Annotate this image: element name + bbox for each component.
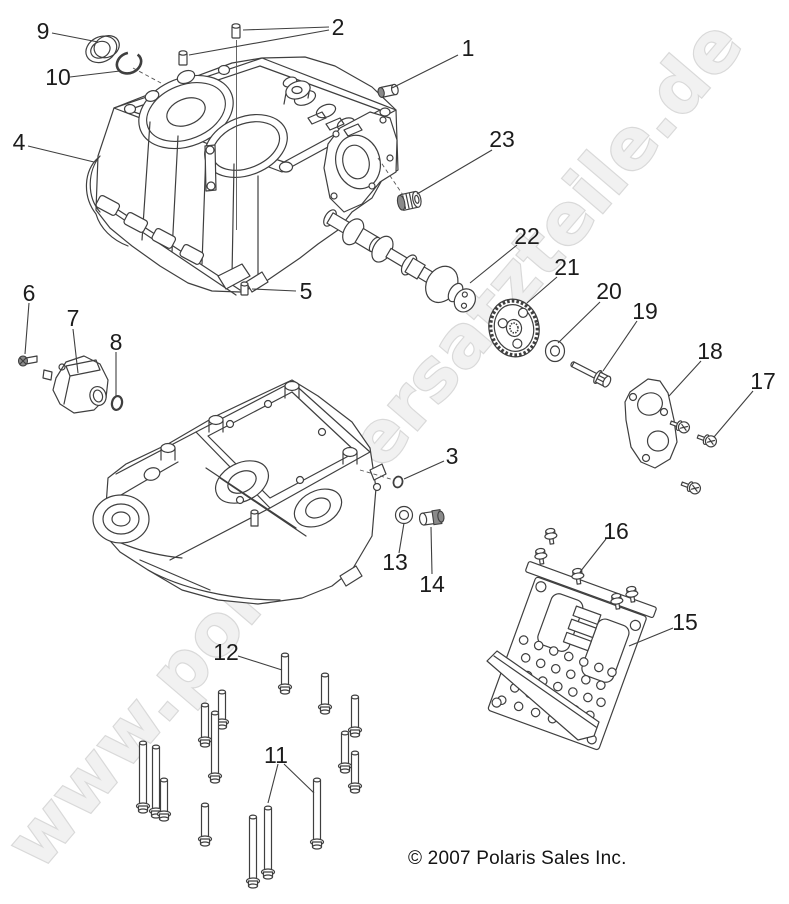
- case-bolt-15: [309, 777, 325, 850]
- callout-label-2: 2: [332, 14, 345, 40]
- leader-line-19: [602, 320, 638, 372]
- callout-label-23: 23: [489, 126, 515, 152]
- callout-label-19: 19: [632, 298, 658, 324]
- callout-label-6: 6: [23, 280, 36, 306]
- leader-line-23: [416, 149, 493, 195]
- callout-label-11: 11: [264, 742, 288, 768]
- leader-line-1: [391, 54, 459, 89]
- leader-line-10: [69, 70, 121, 78]
- callout-label-8: 8: [110, 329, 123, 355]
- head-bolt-boss: [283, 80, 311, 105]
- plate-screw-a: [669, 420, 691, 434]
- leader-line-20: [557, 301, 601, 344]
- flange-bolt-19: [570, 361, 612, 388]
- leader-line-15: [628, 627, 674, 647]
- plug-23: [396, 190, 422, 211]
- leader-line-11: [283, 763, 315, 794]
- dowel-pin-5: [240, 281, 249, 296]
- case-bolt-12: [197, 802, 213, 847]
- leader-line-21: [526, 276, 558, 304]
- case-bolt-3: [347, 694, 363, 738]
- o-ring-8: [110, 394, 124, 412]
- case-bolts: [135, 652, 363, 889]
- lower-crankcase-half: [92, 379, 387, 605]
- leader-line-6: [24, 302, 30, 355]
- leader-line-5: [251, 288, 297, 292]
- leader-line-18: [668, 360, 702, 397]
- leader-line-16: [579, 538, 607, 573]
- callout-label-15: 15: [672, 609, 698, 635]
- dowel-pin-2b: [178, 50, 188, 66]
- case-bolt-11: [156, 777, 172, 822]
- leader-line-4: [27, 145, 95, 163]
- baffle-screws-16: [534, 527, 639, 610]
- plate-screw-b: [696, 434, 718, 448]
- snap-ring-10: [115, 51, 143, 75]
- cam-gear: [488, 298, 540, 358]
- callout-label-20: 20: [596, 278, 622, 304]
- case-bolt-10: [148, 744, 164, 819]
- callout-label-7: 7: [67, 305, 80, 331]
- case-bolt-14: [260, 805, 276, 880]
- case-bolt-5: [347, 750, 363, 794]
- leader-line-22: [469, 244, 518, 284]
- sensor-7: [42, 355, 109, 414]
- case-bolt-2: [317, 672, 333, 715]
- left-arc-flange: [85, 155, 129, 247]
- callout-label-13: 13: [382, 549, 408, 575]
- screw-6: [17, 355, 38, 367]
- leader-line-14: [430, 526, 433, 575]
- leader-line-12: [237, 655, 283, 671]
- breather-plate-18: [624, 378, 678, 469]
- case-bolt-13: [245, 814, 261, 889]
- callout-label-22: 22: [514, 223, 540, 249]
- washer-20: [544, 339, 566, 363]
- leader-line-3: [403, 460, 445, 480]
- callout-label-10: 10: [45, 64, 71, 90]
- leader-line-2: [242, 26, 330, 31]
- case-bolt-4: [337, 730, 353, 774]
- callout-label-17: 17: [750, 368, 776, 394]
- aux-line: [377, 157, 404, 196]
- callout-label-14: 14: [419, 571, 445, 597]
- leader-line-13: [398, 522, 405, 554]
- leader-line-7: [72, 328, 79, 374]
- callout-label-1: 1: [462, 35, 475, 61]
- callout-label-16: 16: [603, 518, 629, 544]
- callout-label-9: 9: [37, 18, 50, 44]
- right-flange: [307, 111, 398, 213]
- callout-label-5: 5: [300, 278, 313, 304]
- plate-screw-c: [680, 481, 702, 495]
- dowel-pin-2a: [231, 23, 241, 39]
- sealing-washer-13: [394, 505, 414, 525]
- o-ring-3: [392, 475, 404, 489]
- aux-lines: [132, 40, 404, 481]
- aux-line: [132, 67, 162, 84]
- drain-plug-14: [418, 509, 445, 526]
- baffle-plate-15: [486, 561, 657, 751]
- rim-bosses: [160, 380, 358, 465]
- leader-line-11: [267, 763, 279, 804]
- callout-label-4: 4: [13, 129, 26, 155]
- copyright-text: © 2007 Polaris Sales Inc.: [408, 848, 627, 869]
- callout-label-18: 18: [697, 338, 723, 364]
- cylinder-bore-front: [138, 74, 234, 150]
- callout-label-12: 12: [213, 639, 239, 665]
- upper-crankcase-half: [85, 56, 399, 296]
- leader-line-9: [51, 32, 99, 43]
- output-tube: [92, 461, 183, 559]
- case-bolt-9: [135, 740, 151, 814]
- expansion-cap-9: [85, 35, 120, 64]
- leader-line-2: [188, 29, 330, 56]
- callout-label-21: 21: [554, 254, 580, 280]
- callout-label-3: 3: [446, 443, 459, 469]
- case-bolt-1: [277, 652, 293, 695]
- parting-line-bosses: [95, 195, 269, 293]
- case-bolt-7: [197, 702, 213, 748]
- case-bolt-8: [207, 710, 223, 784]
- leader-line-17: [713, 390, 754, 438]
- camshaft: [323, 209, 476, 313]
- aux-line: [359, 469, 395, 481]
